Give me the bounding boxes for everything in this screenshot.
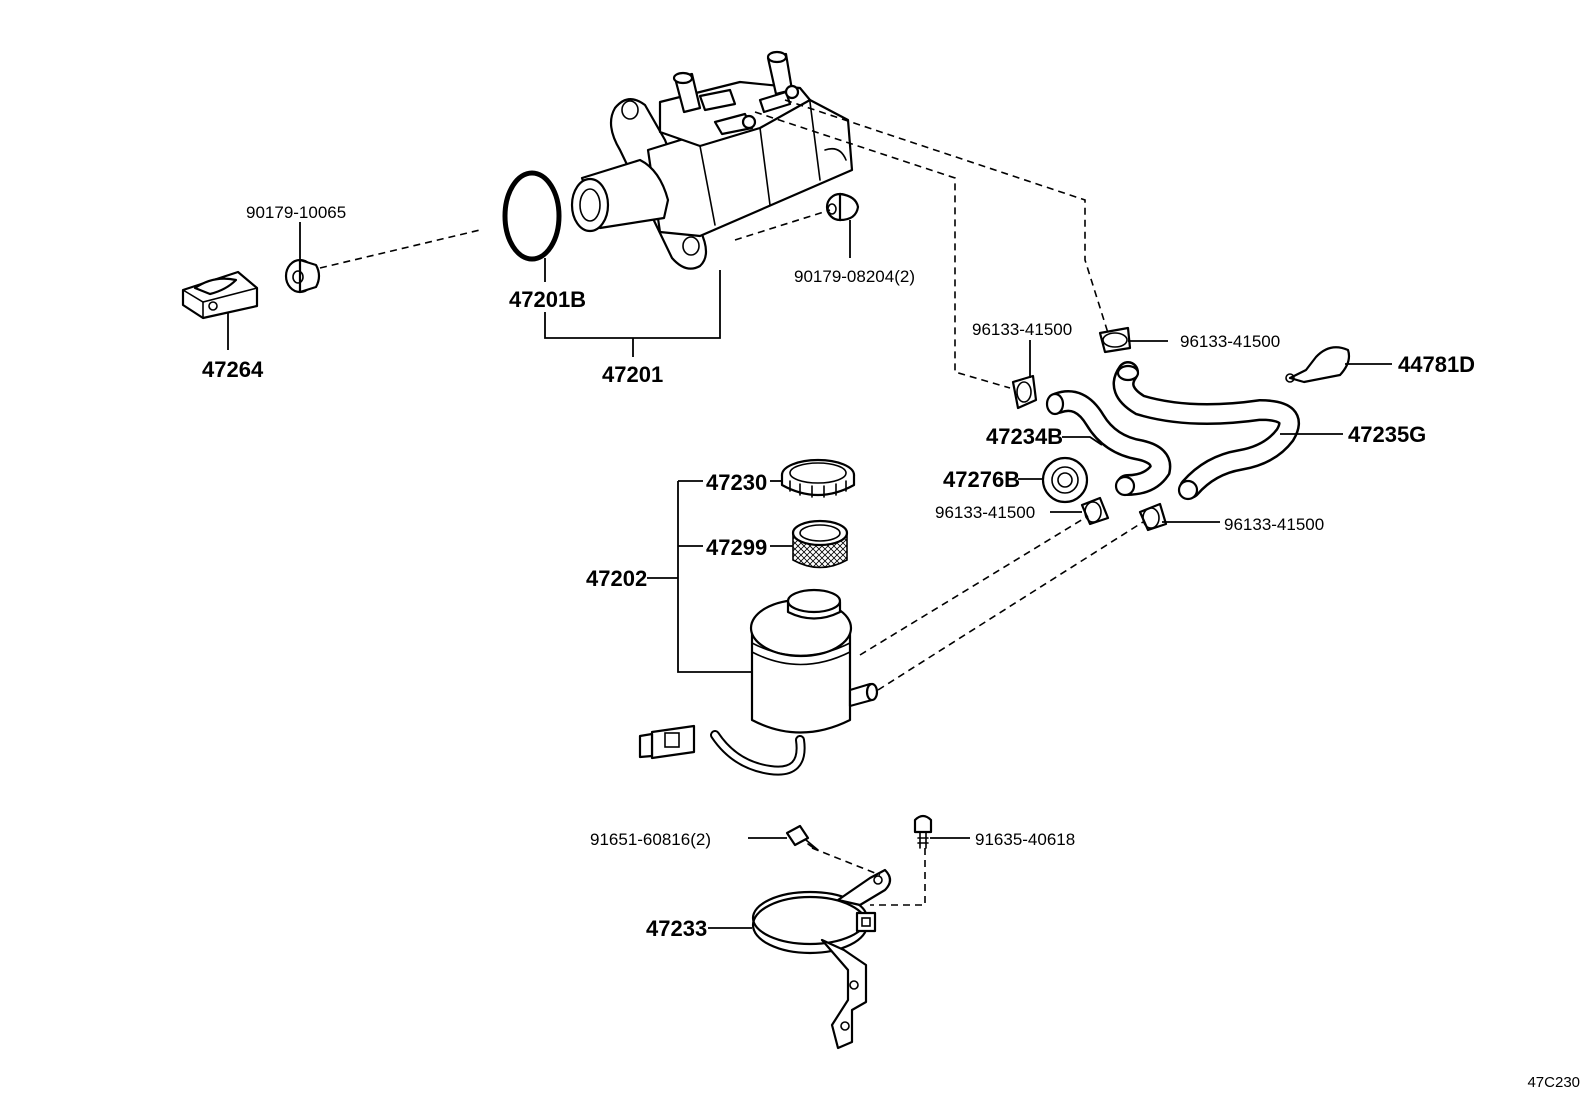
- label-91651-60816: 91651-60816(2): [590, 830, 711, 849]
- label-96133-41500-top-right: 96133-41500: [1180, 332, 1280, 351]
- label-96133-41500-top-left: 96133-41500: [972, 320, 1072, 339]
- label-44781d: 44781D: [1398, 352, 1475, 377]
- leader-lines: [227, 220, 1392, 929]
- reservoir-cap-icon: [780, 458, 856, 498]
- label-47202: 47202: [586, 566, 647, 591]
- reservoir-bracket-icon: [751, 868, 892, 1050]
- strainer-icon: [791, 519, 849, 569]
- label-47201b: 47201B: [509, 287, 586, 312]
- label-47230: 47230: [706, 470, 767, 495]
- label-47233: 47233: [646, 916, 707, 941]
- grommet-icon: [825, 192, 860, 222]
- grommet-icon: [284, 258, 321, 294]
- label-47234b: 47234B: [986, 424, 1063, 449]
- hose-clip-icon: [1138, 502, 1168, 532]
- bolt-icon: [913, 814, 933, 849]
- label-90179-08204: 90179-08204(2): [794, 267, 915, 286]
- hose-clip-icon: [1080, 496, 1110, 526]
- hose-clip-icon: [1011, 374, 1038, 410]
- hose-clip-icon: [1098, 326, 1132, 354]
- assembly-lines: [319, 99, 1144, 906]
- hose-icon: [1112, 361, 1300, 501]
- label-47235g: 47235G: [1348, 422, 1426, 447]
- label-91635-40618: 91635-40618: [975, 830, 1075, 849]
- grommet-icon: [1041, 456, 1089, 504]
- fluid-reservoir-icon: [638, 588, 879, 776]
- diagram-code: 47C230: [1527, 1074, 1580, 1091]
- clamp-icon: [181, 270, 259, 320]
- label-47264: 47264: [202, 357, 264, 382]
- label-96133-41500-mid-left: 96133-41500: [935, 503, 1035, 522]
- o-ring-icon: [502, 170, 562, 262]
- label-96133-41500-mid-right: 96133-41500: [1224, 515, 1324, 534]
- brake-master-cylinder-icon: [570, 50, 854, 270]
- hose-icon: [1045, 390, 1172, 497]
- clamp-icon: [1285, 346, 1351, 384]
- label-90179-10065: 90179-10065: [246, 203, 346, 222]
- bolt-icon: [785, 824, 819, 851]
- label-47276b: 47276B: [943, 467, 1020, 492]
- label-47201: 47201: [602, 362, 663, 387]
- label-47299: 47299: [706, 535, 767, 560]
